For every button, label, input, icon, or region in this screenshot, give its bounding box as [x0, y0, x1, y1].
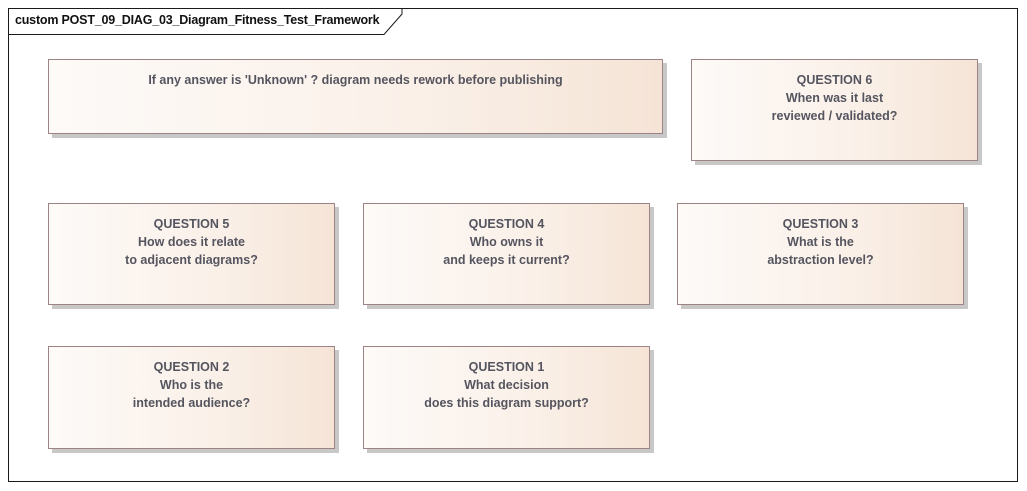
question-4-box[interactable]: QUESTION 4 Who owns it and keeps it curr… — [363, 203, 650, 305]
question-heading: QUESTION 3 — [782, 217, 859, 231]
question-text-line2: intended audience? — [132, 396, 251, 410]
question-heading: QUESTION 6 — [796, 73, 873, 87]
question-heading: QUESTION 4 — [468, 217, 545, 231]
question-heading: QUESTION 5 — [153, 217, 230, 231]
question-text-line1: Who owns it — [469, 235, 544, 249]
question-6-box[interactable]: QUESTION 6 When was it last reviewed / v… — [691, 59, 978, 161]
note-box[interactable]: If any answer is 'Unknown' ? diagram nee… — [48, 59, 663, 134]
question-5-box[interactable]: QUESTION 5 How does it relate to adjacen… — [48, 203, 335, 305]
question-text-line1: Who is the — [159, 378, 224, 392]
question-2-box[interactable]: QUESTION 2 Who is the intended audience? — [48, 346, 335, 449]
note-text: If any answer is 'Unknown' ? diagram nee… — [148, 73, 563, 87]
diagram-frame — [8, 8, 1018, 482]
frame-tab-outline — [8, 8, 403, 35]
question-text-line2: and keeps it current? — [443, 253, 570, 267]
question-text-line1: What is the — [787, 235, 854, 249]
question-text-line2: to adjacent diagrams? — [125, 253, 258, 267]
diagram-title: custom POST_09_DIAG_03_Diagram_Fitness_T… — [15, 13, 380, 27]
question-heading: QUESTION 2 — [153, 360, 230, 374]
question-1-box[interactable]: QUESTION 1 What decision does this diagr… — [363, 346, 650, 449]
question-3-box[interactable]: QUESTION 3 What is the abstraction level… — [677, 203, 964, 305]
question-text-line1: What decision — [464, 378, 549, 392]
question-text-line2: does this diagram support? — [424, 396, 589, 410]
question-text-line2: abstraction level? — [767, 253, 874, 267]
question-text-line2: reviewed / validated? — [771, 109, 898, 123]
diagram-frame-tab: custom POST_09_DIAG_03_Diagram_Fitness_T… — [8, 8, 403, 35]
question-text-line1: How does it relate — [138, 235, 245, 249]
question-text-line1: When was it last — [785, 91, 884, 105]
question-heading: QUESTION 1 — [468, 360, 545, 374]
